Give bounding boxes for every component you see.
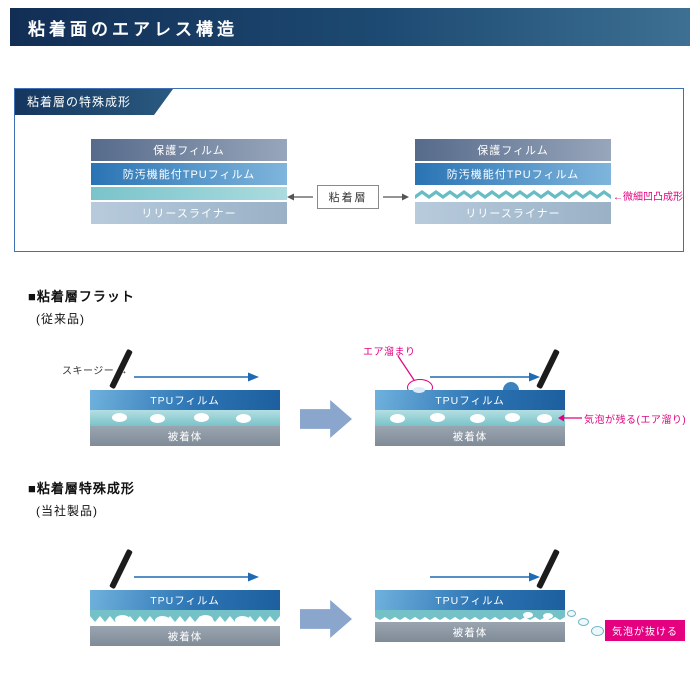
textured-adhesive-band — [90, 610, 280, 626]
escaping-bubble — [567, 610, 576, 617]
substrate-band: 被着体 — [90, 426, 280, 446]
texture-annotation: ←微細凹凸成形 — [613, 192, 683, 203]
band-label: 被着体 — [167, 430, 203, 443]
wave-texture-icon — [375, 610, 565, 620]
squeegee-icon — [536, 348, 560, 390]
special-forming-box: 粘着層の特殊成形 保護フィルム 防汚機能付TPUフィルム リリースライナー 粘着… — [14, 88, 684, 252]
adhesive-band — [90, 410, 280, 426]
bubbles-remain-note: 気泡が残る(エア溜り) — [584, 415, 687, 426]
bubbles-escape-note: 気泡が抜ける — [605, 620, 685, 641]
air-bubble — [470, 414, 485, 423]
band-label: 被着体 — [167, 630, 203, 643]
layer-label: 防汚機能付TPUフィルム — [122, 169, 256, 181]
band-label: 被着体 — [452, 626, 488, 639]
transition-arrow-icon — [300, 400, 352, 438]
adhesive-band — [375, 410, 565, 426]
air-pocket-label: エア溜まり — [363, 347, 416, 358]
substrate-band: 被着体 — [90, 626, 280, 646]
squeegee-icon — [109, 548, 133, 590]
air-bump — [503, 382, 519, 390]
air-bubble — [430, 413, 445, 422]
band-label: TPUフィルム — [435, 594, 505, 607]
wipe-direction-arrow — [134, 572, 259, 582]
substrate-band: 被着体 — [375, 622, 565, 642]
tpu-film-band: TPUフィルム — [375, 590, 565, 610]
layer-label: リリースライナー — [141, 208, 237, 220]
annotation-arrow — [558, 414, 582, 422]
wipe-direction-arrow — [430, 372, 540, 382]
substrate-band: 被着体 — [375, 426, 565, 446]
tpu-film-band: TPUフィルム — [90, 390, 280, 410]
air-bubble — [150, 414, 165, 423]
special-after-stack: TPUフィルム 被着体 — [375, 590, 565, 642]
air-bubble — [115, 615, 130, 624]
air-bubble — [523, 612, 533, 618]
air-bubble — [390, 414, 405, 423]
wave-texture-icon — [90, 610, 280, 622]
tpu-film-band: TPUフィルム — [375, 382, 565, 410]
wipe-direction-arrow — [134, 372, 259, 382]
air-bubble — [198, 615, 213, 624]
release-liner-layer: リリースライナー — [415, 202, 611, 224]
page-title: 粘着面のエアレス構造 — [28, 19, 238, 39]
zigzag-texture-icon — [415, 190, 611, 199]
transition-arrow-icon — [300, 600, 352, 638]
special-section-heading: ■粘着層特殊成形 — [28, 481, 135, 496]
layer-stack-flat: 保護フィルム 防汚機能付TPUフィルム リリースライナー — [91, 139, 287, 224]
adhesive-layer-flat — [91, 187, 287, 200]
air-bubble — [155, 616, 170, 625]
arrow-left-icon — [287, 193, 313, 201]
adhesive-label: 粘着層 — [317, 185, 379, 209]
trapped-air-bubble — [413, 387, 425, 393]
flat-before-stack: TPUフィルム 被着体 — [90, 390, 280, 446]
adhesive-layer-textured — [415, 187, 611, 200]
compressed-adhesive-band — [375, 610, 565, 622]
special-section-subheading: (当社製品) — [36, 504, 98, 518]
squeegee-label: スキージー → — [62, 366, 129, 377]
layer-label: 防汚機能付TPUフィルム — [446, 169, 580, 181]
band-label: TPUフィルム — [150, 394, 220, 407]
air-bubble — [235, 616, 250, 625]
box-tab: 粘着層の特殊成形 — [15, 89, 173, 115]
special-before-stack: TPUフィルム 被着体 — [90, 590, 280, 646]
tpu-film-layer: 防汚機能付TPUフィルム — [91, 163, 287, 185]
protect-film-layer: 保護フィルム — [91, 139, 287, 161]
protect-film-layer: 保護フィルム — [415, 139, 611, 161]
squeegee-icon — [536, 548, 560, 590]
layer-label: 保護フィルム — [477, 145, 549, 157]
band-label: 被着体 — [452, 430, 488, 443]
release-liner-layer: リリースライナー — [91, 202, 287, 224]
layer-label: リリースライナー — [465, 208, 561, 220]
air-bubble — [112, 413, 127, 422]
air-bubble — [537, 414, 552, 423]
air-bubble — [505, 413, 520, 422]
layer-stack-textured: 保護フィルム 防汚機能付TPUフィルム リリースライナー — [415, 139, 611, 224]
escaping-bubble — [578, 618, 589, 626]
air-bubble — [236, 414, 251, 423]
air-bubble — [194, 413, 209, 422]
band-label: TPUフィルム — [435, 394, 505, 407]
arrow-right-icon — [383, 193, 409, 201]
escaping-bubble — [591, 626, 604, 636]
annotation-line — [397, 355, 415, 381]
band-label: TPUフィルム — [150, 594, 220, 607]
layer-label: 保護フィルム — [153, 145, 225, 157]
page-title-banner: 粘着面のエアレス構造 — [10, 8, 690, 46]
air-bubble — [543, 613, 553, 619]
flat-after-stack: TPUフィルム 被着体 — [375, 382, 565, 446]
tpu-film-layer: 防汚機能付TPUフィルム — [415, 163, 611, 185]
wipe-direction-arrow — [430, 572, 540, 582]
tpu-film-band: TPUフィルム — [90, 590, 280, 610]
flat-section-heading: ■粘着層フラット — [28, 289, 135, 304]
flat-section-subheading: (従来品) — [36, 312, 85, 326]
